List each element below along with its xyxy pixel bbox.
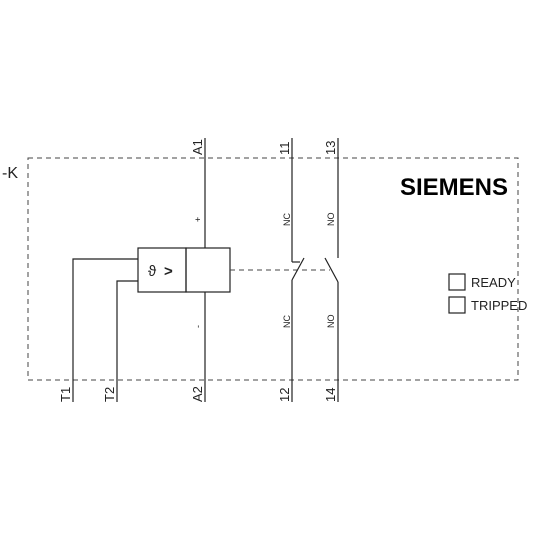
label-nc-bottom: NC <box>282 315 292 328</box>
terminal-13: 13 <box>323 141 338 155</box>
terminal-12: 12 <box>277 388 292 402</box>
tripped-indicator <box>448 296 466 314</box>
label-no-top: NO <box>326 213 336 227</box>
ready-label: READY <box>471 275 516 290</box>
terminal-11: 11 <box>277 142 292 156</box>
terminal-t1: T1 <box>58 387 73 402</box>
terminal-t2: T2 <box>102 387 117 402</box>
label-nc-top: NC <box>282 213 292 226</box>
wire-t1 <box>72 258 138 402</box>
device-boundary <box>27 157 519 381</box>
terminal-14: 14 <box>323 388 338 402</box>
terminal-a1: A1 <box>190 139 205 155</box>
nc-contact-blade <box>291 257 305 281</box>
threshold-symbol: > <box>164 263 173 280</box>
polarity-minus: - <box>193 325 203 328</box>
wire-t2 <box>116 280 138 402</box>
ready-indicator <box>448 273 466 291</box>
tripped-label: TRIPPED <box>471 298 527 313</box>
device-reference: -K <box>2 165 18 182</box>
theta-symbol: ϑ <box>148 263 157 280</box>
relay-coil <box>185 247 231 293</box>
brand-logo: SIEMENS <box>400 174 508 201</box>
no-contact-blade <box>324 257 339 283</box>
thermistor-element <box>137 247 187 293</box>
terminal-a2: A2 <box>190 386 205 402</box>
label-no-bottom: NO <box>326 315 336 329</box>
polarity-plus: + <box>193 217 203 222</box>
